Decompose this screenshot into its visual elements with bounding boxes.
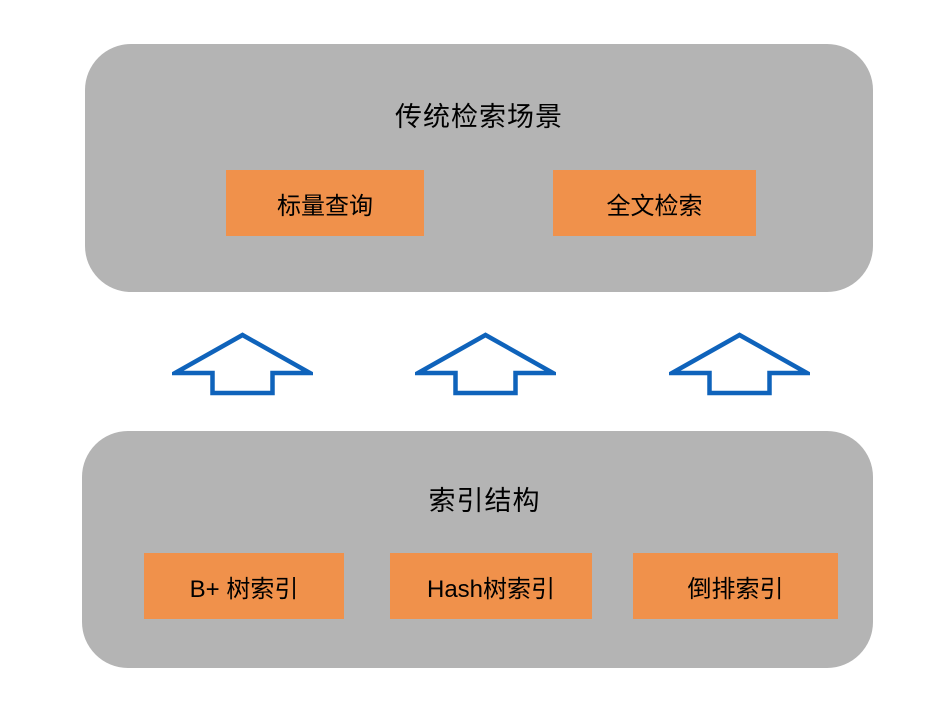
top-group-container: 传统检索场景 标量查询 全文检索 <box>85 44 873 292</box>
inverted-index-box: 倒排索引 <box>633 553 838 619</box>
bottom-group-container: 索引结构 B+ 树索引 Hash树索引 倒排索引 <box>82 431 873 668</box>
btree-index-label: B+ 树索引 <box>189 575 299 603</box>
up-arrow-icon <box>669 332 810 396</box>
scalar-query-box: 标量查询 <box>226 170 424 236</box>
inverted-index-label: 倒排索引 <box>687 575 784 603</box>
hash-tree-index-label: Hash树索引 <box>426 575 556 603</box>
hash-tree-index-box: Hash树索引 <box>390 553 592 619</box>
top-group-title: 传统检索场景 <box>395 102 563 132</box>
up-arrow-icon <box>172 332 313 396</box>
fulltext-search-label: 全文检索 <box>606 192 703 220</box>
btree-index-box: B+ 树索引 <box>144 553 344 619</box>
bottom-group-title: 索引结构 <box>428 486 541 516</box>
up-arrow-icon <box>415 332 556 396</box>
fulltext-search-box: 全文检索 <box>553 170 756 236</box>
scalar-query-label: 标量查询 <box>277 192 373 220</box>
